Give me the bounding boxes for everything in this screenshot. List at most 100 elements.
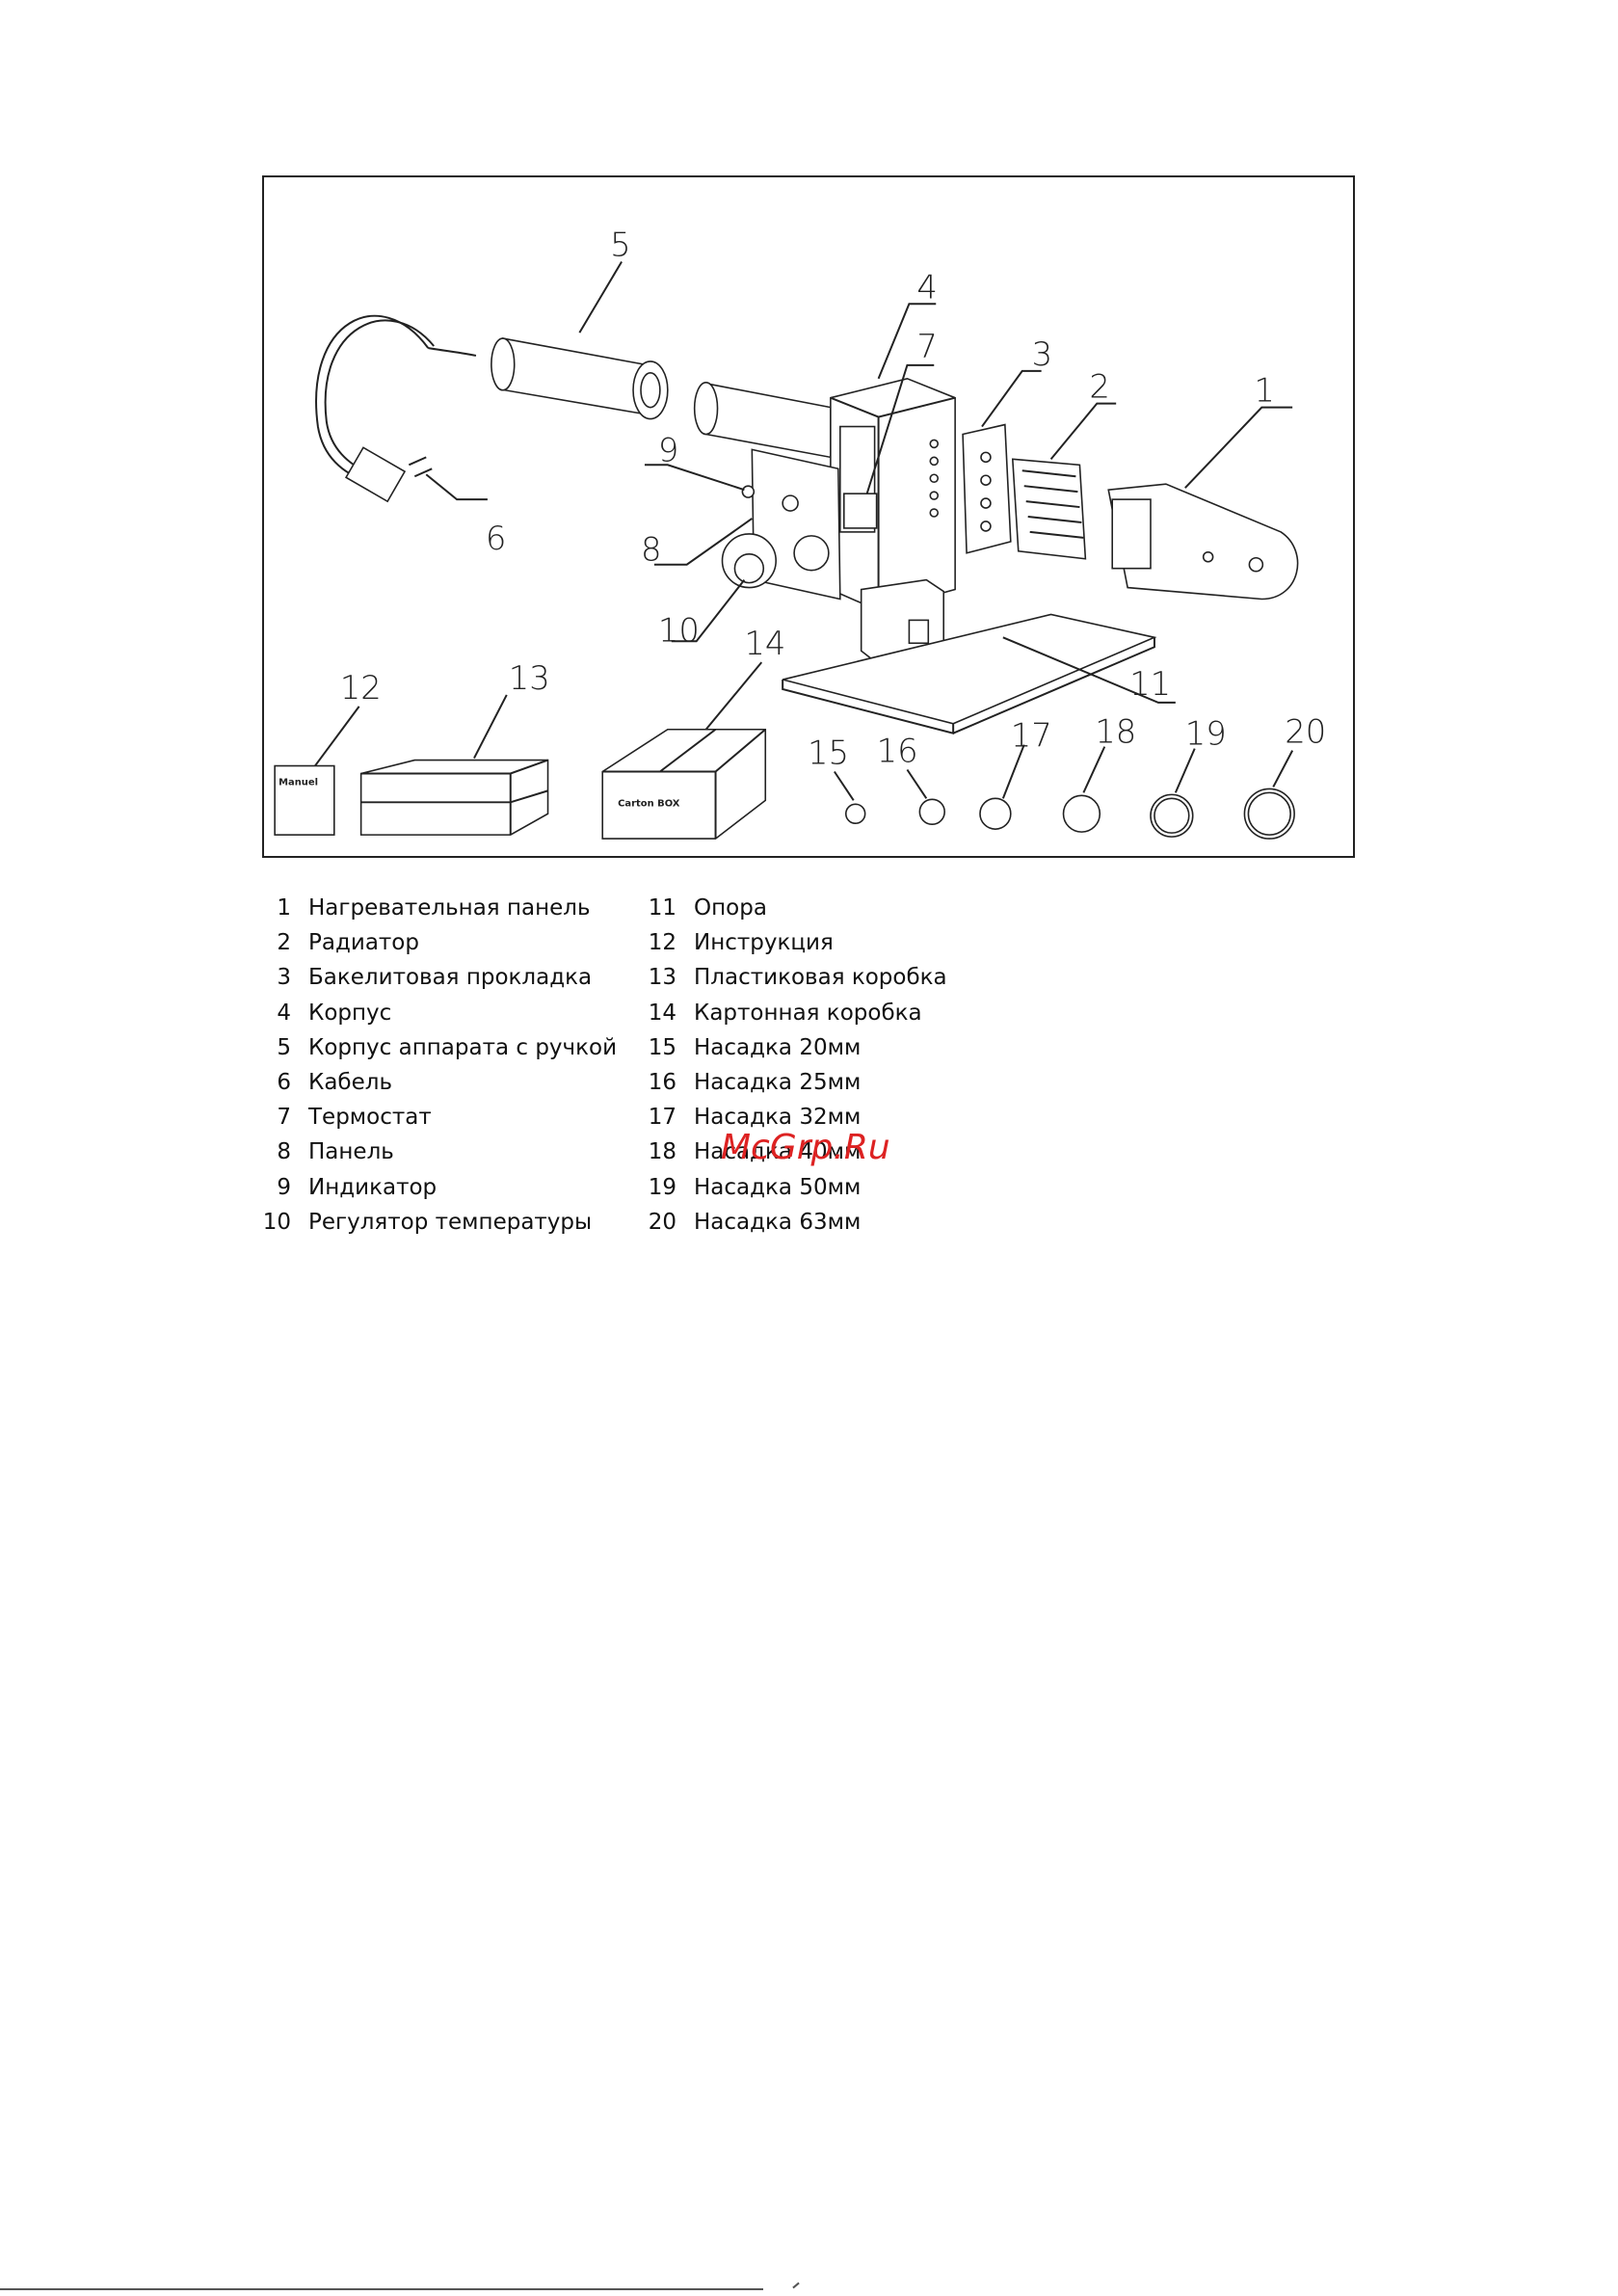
callout-13: 13 — [509, 659, 550, 697]
legend-text: Термостат — [308, 1105, 432, 1131]
legend-text: Насадка 32мм — [694, 1105, 862, 1131]
legend-text: Кабель — [308, 1070, 393, 1096]
legend-item: 9 Индикатор — [258, 1170, 634, 1205]
legend-item: 6 Кабель — [258, 1065, 634, 1100]
legend-item: 19 Насадка 50мм — [636, 1170, 983, 1205]
legend-number: 5 — [277, 1034, 291, 1060]
legend-text: Индикатор — [308, 1174, 438, 1200]
callout-11: 11 — [1129, 665, 1171, 703]
legend-text: Насадка 63мм — [694, 1209, 862, 1235]
callout-15: 15 — [808, 734, 849, 772]
footer-divider — [0, 2288, 763, 2290]
exploded-parts-diagram: Manuel Carton BOX — [262, 175, 1355, 858]
legend-text: Регулятор температуры — [308, 1209, 593, 1235]
callout-10: 10 — [658, 611, 700, 649]
legend-item: 1 Нагревательная панель — [258, 891, 634, 925]
legend-text: Корпус аппарата с ручкой — [308, 1034, 618, 1060]
legend-text: Насадка 20мм — [694, 1034, 862, 1060]
callout-6: 6 — [486, 520, 507, 557]
socket-40mm — [1062, 794, 1101, 833]
legend-number: 12 — [648, 930, 676, 956]
legend-item: 13 Пластиковая коробка — [636, 960, 983, 995]
legend-number: 16 — [648, 1070, 676, 1096]
legend-item: 8 Панель — [258, 1135, 634, 1169]
callout-16: 16 — [877, 733, 918, 770]
legend-number: 7 — [277, 1105, 291, 1131]
bakelite-pad — [962, 423, 1012, 554]
carton-box-label: Carton BOX — [618, 798, 680, 809]
legend-item: 15 Насадка 20мм — [636, 1030, 983, 1065]
callout-2: 2 — [1089, 368, 1110, 406]
legend-number: 3 — [277, 965, 291, 991]
legend-number: 15 — [648, 1034, 676, 1060]
callout-18: 18 — [1095, 713, 1136, 751]
legend-number: 11 — [648, 895, 676, 921]
legend-number: 9 — [277, 1174, 291, 1200]
legend-text: Панель — [308, 1139, 394, 1165]
plastic-case — [359, 759, 549, 836]
legend-item: 14 Картонная коробка — [636, 996, 983, 1030]
callout-9: 9 — [658, 431, 679, 468]
legend-number: 19 — [648, 1174, 676, 1200]
legend-item: 18 Насадка 40мм — [636, 1135, 983, 1169]
legend-number: 10 — [262, 1209, 291, 1235]
callout-7: 7 — [916, 328, 938, 365]
legend-item: 11 Опора — [636, 891, 983, 925]
callout-8: 8 — [641, 531, 662, 569]
legend-item: 16 Насадка 25мм — [636, 1065, 983, 1100]
socket-25mm — [918, 798, 945, 825]
legend-text: Пластиковая коробка — [694, 965, 947, 991]
footer-tick — [792, 2282, 800, 2289]
handle-grip — [501, 337, 651, 416]
rear-tube — [704, 382, 832, 459]
manual-booklet — [274, 764, 335, 836]
callout-20: 20 — [1285, 713, 1326, 751]
callout-4: 4 — [916, 268, 938, 306]
callout-14: 14 — [744, 625, 785, 662]
legend-number: 13 — [648, 965, 676, 991]
indicator-lamp — [741, 485, 756, 498]
legend-text: Насадка 40мм — [694, 1139, 862, 1165]
legend-number: 6 — [277, 1070, 291, 1096]
legend-item: 10 Регулятор температуры — [258, 1205, 634, 1240]
legend-number: 2 — [277, 930, 291, 956]
legend-item: 2 Радиатор — [258, 925, 634, 960]
legend-number: 8 — [277, 1139, 291, 1165]
thermostat — [842, 493, 878, 529]
legend-number: 18 — [648, 1139, 676, 1165]
heating-plate-terminals — [1111, 498, 1152, 570]
callout-5: 5 — [610, 227, 631, 264]
callout-12: 12 — [340, 669, 382, 707]
callout-19: 19 — [1185, 715, 1227, 753]
socket-20mm — [844, 803, 866, 824]
legend-text: Нагревательная панель — [308, 895, 591, 921]
watermark: McGrp.Ru — [721, 1128, 890, 1167]
callout-1: 1 — [1254, 372, 1275, 410]
radiator — [1011, 458, 1087, 560]
legend-text: Картонная коробка — [694, 1000, 922, 1026]
legend-item: 17 Насадка 32мм — [636, 1100, 983, 1135]
legend-text: Радиатор — [308, 930, 419, 956]
power-cable — [315, 314, 430, 484]
legend-number: 4 — [277, 1000, 291, 1026]
legend-item: 7 Термостат — [258, 1100, 634, 1135]
legend-text: Насадка 50мм — [694, 1174, 862, 1200]
carton-box — [601, 728, 767, 840]
power-cable-inner — [324, 319, 435, 476]
callout-17: 17 — [1011, 717, 1052, 755]
legend-number: 14 — [648, 1000, 676, 1026]
callout-3: 3 — [1032, 335, 1053, 373]
legend-text: Опора — [694, 895, 767, 921]
legend-text: Насадка 25мм — [694, 1070, 862, 1096]
leader-lines — [314, 260, 1294, 801]
legend-text: Инструкция — [694, 930, 834, 956]
legend-number: 1 — [277, 895, 291, 921]
legend-number: 17 — [648, 1105, 676, 1131]
legend-item: 4 Корпус — [258, 996, 634, 1030]
legend-item: 12 Инструкция — [636, 925, 983, 960]
legend-text: Корпус — [308, 1000, 392, 1026]
